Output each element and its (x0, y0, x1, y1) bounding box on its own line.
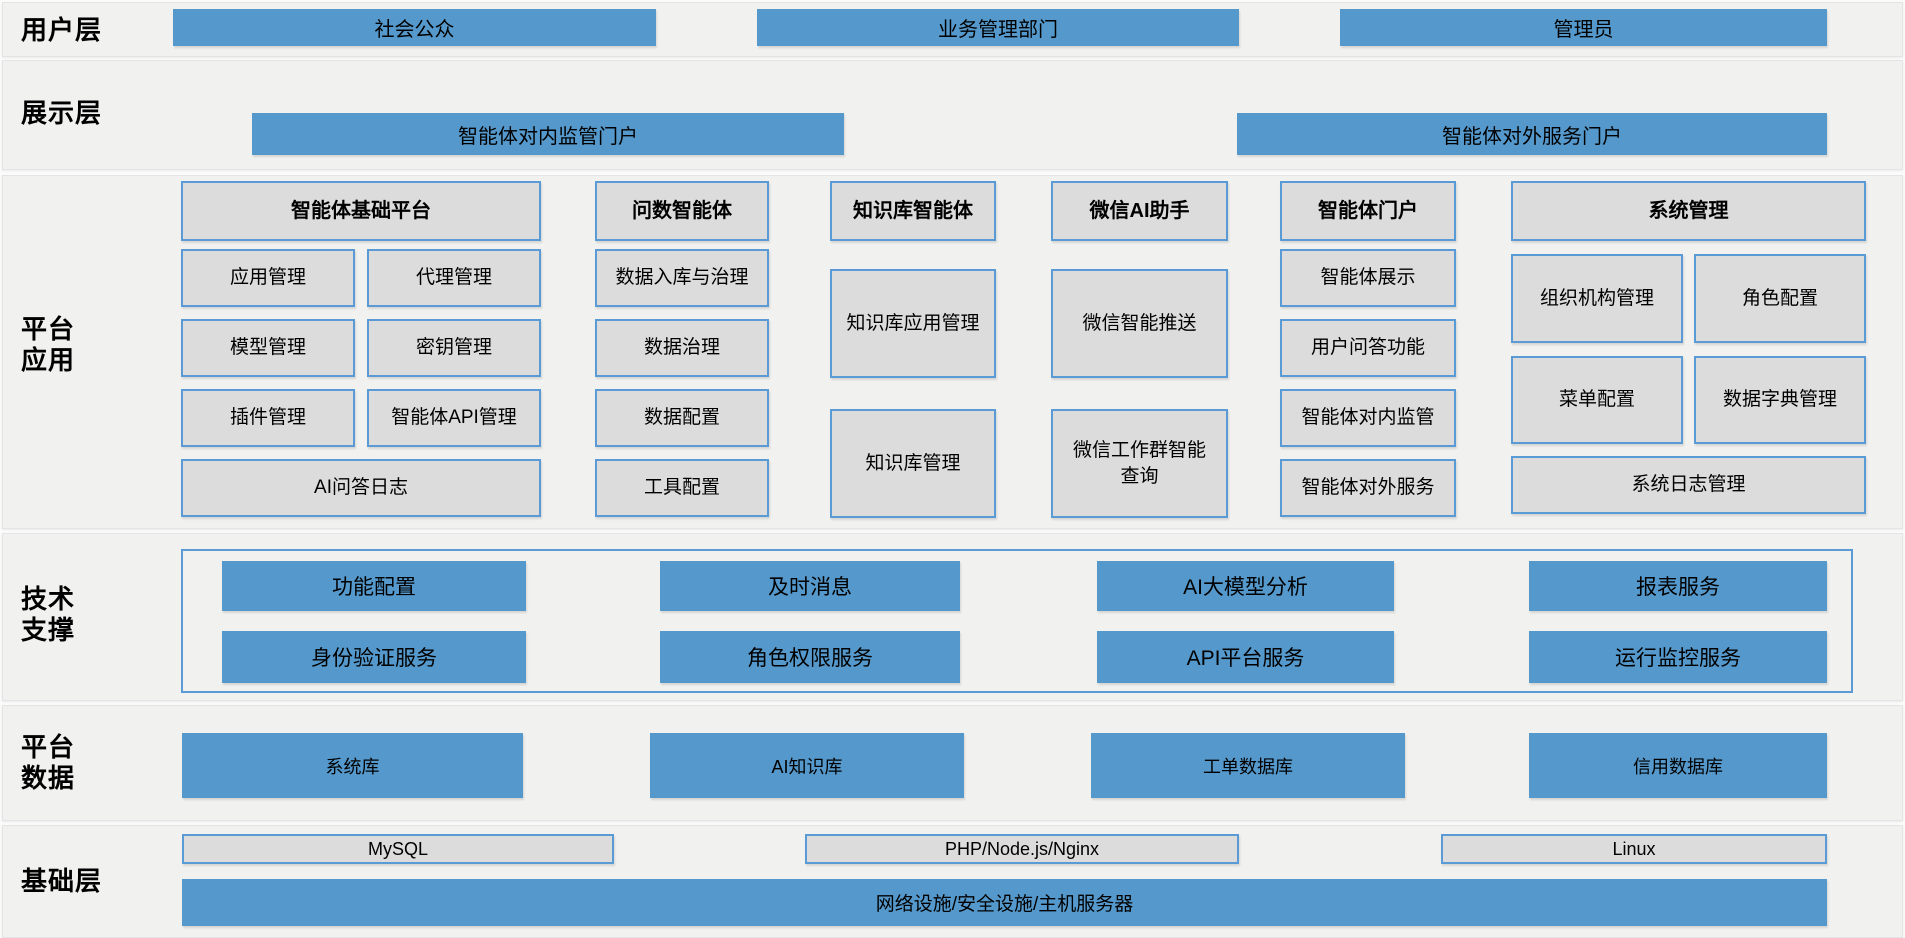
band-label-platform-app-line1: 平台 (21, 314, 76, 344)
band-label-tech-support-line2: 支撑 (21, 615, 76, 646)
band-label-tech-support-line1: 技术 (21, 584, 76, 614)
group-item-key-management: 密钥管理 (367, 319, 541, 377)
group-item-data-ingest-governance: 数据入库与治理 (595, 249, 769, 307)
band-label-tech-support: 技术 支撑 (21, 584, 75, 646)
group-item-menu-config: 菜单配置 (1511, 356, 1683, 444)
band-label-platform-data-line2: 数据 (21, 763, 76, 794)
band-display-layer: 展示层 智能体对内监管门户 智能体对外服务门户 (2, 60, 1903, 170)
group-item-agent-api-management: 智能体API管理 (367, 389, 541, 447)
infra-box-php-nodejs-nginx: PHP/Node.js/Nginx (805, 834, 1239, 864)
group-item-agent-showcase: 智能体展示 (1280, 249, 1456, 307)
tech-box-api-platform: API平台服务 (1097, 631, 1394, 683)
band-label-user-layer: 用户层 (21, 15, 103, 45)
band-user-layer: 用户层 社会公众 业务管理部门 管理员 (2, 2, 1903, 57)
tech-box-function-config: 功能配置 (222, 561, 526, 611)
group-header-system-management: 系统管理 (1511, 181, 1866, 241)
user-box-admin: 管理员 (1340, 9, 1827, 46)
tech-box-report-service: 报表服务 (1529, 561, 1827, 611)
group-header-agent-base-platform: 智能体基础平台 (181, 181, 541, 241)
data-box-ticket-db: 工单数据库 (1091, 733, 1405, 798)
tech-box-monitoring-service: 运行监控服务 (1529, 631, 1827, 683)
group-item-agent-internal-supervision: 智能体对内监管 (1280, 389, 1456, 447)
tech-box-instant-message: 及时消息 (660, 561, 960, 611)
tech-box-role-permission: 角色权限服务 (660, 631, 960, 683)
band-platform-app-layer: 平台 应用 智能体基础平台 应用管理 代理管理 模型管理 密钥管理 插件管理 智… (2, 175, 1903, 529)
band-label-infrastructure: 基础层 (21, 866, 103, 896)
tech-box-identity-verification: 身份验证服务 (222, 631, 526, 683)
group-item-tool-config: 工具配置 (595, 459, 769, 517)
band-tech-support-layer: 技术 支撑 功能配置 及时消息 AI大模型分析 报表服务 身份验证服务 角色权限… (2, 533, 1903, 701)
group-item-ai-qa-log: AI问答日志 (181, 459, 541, 517)
group-item-agent-external-service: 智能体对外服务 (1280, 459, 1456, 517)
data-box-ai-knowledge-db: AI知识库 (650, 733, 964, 798)
group-item-kb-app-management: 知识库应用管理 (830, 269, 996, 378)
group-item-wechat-smart-push: 微信智能推送 (1051, 269, 1228, 378)
group-item-wechat-group-smart-query: 微信工作群智能查询 (1051, 409, 1228, 518)
group-item-user-qa-function: 用户问答功能 (1280, 319, 1456, 377)
group-item-kb-management: 知识库管理 (830, 409, 996, 518)
group-header-knowledge-base-agent: 知识库智能体 (830, 181, 996, 241)
portal-internal-box: 智能体对内监管门户 (252, 113, 844, 155)
group-item-agent-management: 代理管理 (367, 249, 541, 307)
data-box-system-db: 系统库 (182, 733, 523, 798)
infra-box-mysql: MySQL (182, 834, 614, 864)
user-box-public: 社会公众 (173, 9, 656, 46)
band-platform-data-layer: 平台 数据 系统库 AI知识库 工单数据库 信用数据库 (2, 705, 1903, 821)
band-label-platform-data: 平台 数据 (21, 732, 75, 794)
group-header-data-query-agent: 问数智能体 (595, 181, 769, 241)
group-item-org-management: 组织机构管理 (1511, 254, 1683, 343)
group-header-agent-portal: 智能体门户 (1280, 181, 1456, 241)
group-item-role-config: 角色配置 (1694, 254, 1866, 343)
band-infrastructure-layer: 基础层 MySQL PHP/Node.js/Nginx Linux 网络设施/安… (2, 825, 1903, 938)
tech-box-ai-llm-analysis: AI大模型分析 (1097, 561, 1394, 611)
group-item-data-governance: 数据治理 (595, 319, 769, 377)
band-label-platform-app: 平台 应用 (21, 314, 75, 376)
infra-box-linux: Linux (1441, 834, 1827, 864)
portal-external-box: 智能体对外服务门户 (1237, 113, 1827, 155)
tech-support-frame (181, 549, 1853, 693)
group-item-app-management: 应用管理 (181, 249, 355, 307)
band-label-platform-app-line2: 应用 (21, 345, 76, 376)
band-label-platform-data-line1: 平台 (21, 732, 76, 762)
group-header-wechat-ai-assistant: 微信AI助手 (1051, 181, 1228, 241)
data-box-credit-db: 信用数据库 (1529, 733, 1827, 798)
user-box-business-dept: 业务管理部门 (757, 9, 1239, 46)
group-item-data-dictionary-management: 数据字典管理 (1694, 356, 1866, 444)
group-item-model-management: 模型管理 (181, 319, 355, 377)
group-item-plugin-management: 插件管理 (181, 389, 355, 447)
band-label-display-layer: 展示层 (21, 98, 103, 128)
group-item-data-config: 数据配置 (595, 389, 769, 447)
group-item-system-log-management: 系统日志管理 (1511, 456, 1866, 514)
infra-box-network-security-host: 网络设施/安全设施/主机服务器 (182, 879, 1827, 926)
